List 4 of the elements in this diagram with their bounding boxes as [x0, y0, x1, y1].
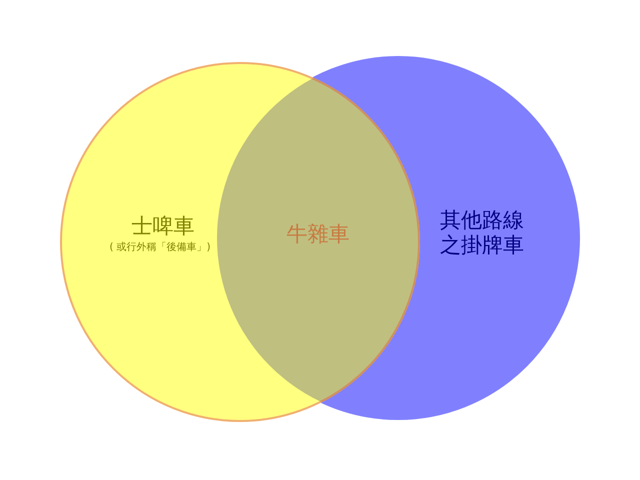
circle-label: 其他路線之掛牌車 — [439, 208, 525, 258]
circle-note: ( 或行外稱「後備車」) — [108, 242, 212, 254]
overlap-label: 牛雜車 — [286, 221, 350, 248]
circle-label: 士啤車 — [130, 214, 196, 240]
